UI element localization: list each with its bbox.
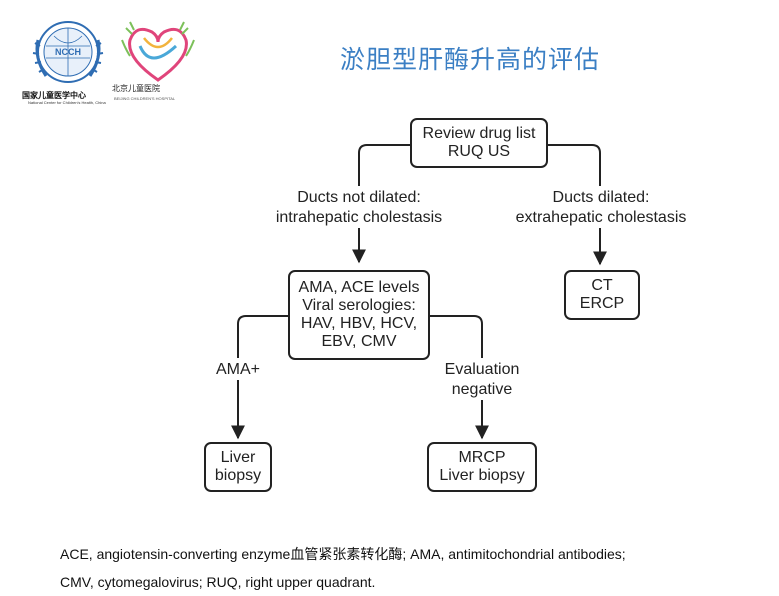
neg-line-1: Evaluation	[444, 361, 520, 378]
start-line-1: Review drug list	[422, 125, 536, 142]
logo-left-name-en: National Center for Children's Health, C…	[28, 100, 106, 105]
connector-start-left	[358, 144, 410, 186]
tests-line-3: HAV, HBV, HCV,	[300, 315, 418, 332]
abbreviations-footnote: ACE, angiotensin-converting enzyme血管紧张素转…	[60, 540, 775, 596]
tests-line-1: AMA, ACE levels	[298, 279, 420, 296]
branch-left-line-1: Ducts not dilated:	[297, 189, 421, 206]
logo-right-name-en: BEIJING CHILDREN'S HOSPITAL	[114, 96, 176, 101]
institution-logos: NCCH	[32, 21, 195, 83]
mrcp-box: MRCP Liver biopsy	[427, 442, 537, 492]
branch-right-line-1: Ducts dilated:	[552, 189, 650, 206]
imaging-box: CT ERCP	[564, 270, 640, 320]
connector-tests-left	[237, 315, 289, 358]
mrcp-line-1: MRCP	[458, 449, 506, 466]
branch-right-label: Ducts dilated: extrahepatic cholestasis	[504, 188, 698, 228]
ncch-emblem-icon: NCCH	[32, 21, 104, 83]
bch-heart-logo-icon	[121, 21, 195, 82]
start-line-2: RUQ US	[447, 143, 511, 160]
logo-left-name-cn: 国家儿童医学中心	[22, 90, 86, 100]
tests-line-4: EBV, CMV	[321, 333, 397, 350]
branch-right-line-2: extrahepatic cholestasis	[515, 209, 687, 226]
liver-biopsy-line-1: Liver	[220, 449, 256, 466]
evaluation-negative-label: Evaluation negative	[436, 360, 528, 400]
footnote-line-1: ACE, angiotensin-converting enzyme血管紧张素转…	[60, 546, 626, 562]
connector-tests-right	[429, 315, 483, 358]
footnote-line-2: CMV, cytomegalovirus; RUQ, right upper q…	[60, 574, 376, 590]
branch-left-label: Ducts not dilated: intrahepatic cholesta…	[262, 188, 456, 228]
connector-start-right	[548, 144, 601, 186]
logo-right-name-cn: 北京儿童医院	[112, 84, 160, 93]
start-box: Review drug list RUQ US	[410, 118, 548, 168]
branch-left-line-2: intrahepatic cholestasis	[275, 209, 443, 226]
svg-text:NCCH: NCCH	[55, 47, 81, 57]
liver-biopsy-line-2: biopsy	[214, 467, 262, 484]
imaging-line-2: ERCP	[579, 295, 625, 312]
tests-line-2: Viral serologies:	[302, 297, 416, 314]
mrcp-line-2: Liver biopsy	[439, 467, 525, 484]
tests-box: AMA, ACE levels Viral serologies: HAV, H…	[288, 270, 430, 360]
logo-area: NCCH	[18, 10, 208, 110]
ama-positive-label: AMA+	[208, 360, 268, 380]
slide-title: 淤胆型肝酶升高的评估	[339, 45, 600, 74]
neg-line-2: negative	[451, 381, 513, 398]
liver-biopsy-box: Liver biopsy	[204, 442, 272, 492]
imaging-line-1: CT	[591, 277, 613, 294]
